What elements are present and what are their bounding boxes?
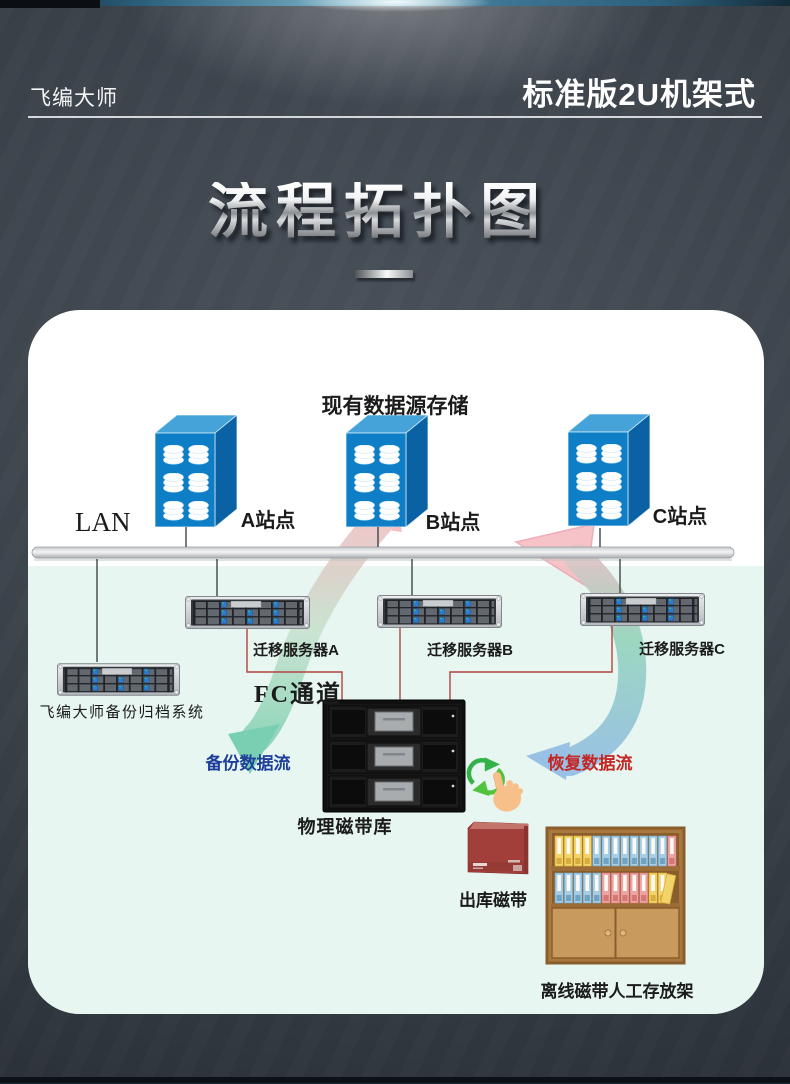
migration-server-c-label: 迁移服务器C bbox=[639, 641, 725, 658]
storage-cabinet bbox=[545, 826, 686, 965]
lan-label: LAN bbox=[75, 507, 131, 537]
data-source-title: 现有数据源存储 bbox=[321, 395, 469, 418]
migration-server-a-label: 迁移服务器A bbox=[253, 642, 339, 659]
title-underline bbox=[355, 270, 413, 278]
tape-cartridge bbox=[467, 821, 529, 875]
site-c-label: C站点 bbox=[652, 506, 708, 528]
restore-flow-arrow bbox=[514, 523, 647, 780]
topology-card: 现有数据源存储 LAN A站点 B站点 C站点 迁移服务器A 迁移服务器B 迁移… bbox=[28, 310, 764, 1014]
site-b-label: B站点 bbox=[425, 512, 481, 534]
hand-pointer-icon bbox=[493, 772, 524, 812]
lan-bus-bar bbox=[31, 546, 735, 561]
exported-tape-label: 出库磁带 bbox=[459, 891, 527, 910]
offline-shelf-label: 离线磁带人工存放架 bbox=[540, 982, 694, 1001]
header-divider bbox=[28, 116, 762, 118]
top-left-dark-patch bbox=[0, 0, 100, 8]
migration-server-b bbox=[377, 595, 502, 628]
restore-flow-label: 恢复数据流 bbox=[547, 754, 633, 773]
topology-diagram bbox=[31, 310, 735, 965]
site-b-storage-tower bbox=[346, 415, 428, 527]
fc-connectors bbox=[246, 625, 613, 701]
bottom-accent-strip bbox=[0, 1077, 790, 1084]
migration-server-b-label: 迁移服务器B bbox=[427, 642, 513, 659]
tape-library bbox=[322, 699, 466, 813]
migration-server-a bbox=[185, 596, 310, 629]
lan-connectors bbox=[96, 527, 621, 662]
backup-system-label: 飞编大师备份归档系统 bbox=[39, 704, 205, 721]
brand-name: 飞编大师 bbox=[30, 87, 118, 110]
backup-flow-label: 备份数据流 bbox=[205, 754, 291, 773]
fc-channel-label: FC通道 bbox=[254, 682, 342, 708]
migration-server-c bbox=[580, 593, 705, 626]
page-title: 流程拓扑图 bbox=[208, 178, 548, 245]
product-edition: 标准版2U机架式 bbox=[522, 77, 756, 112]
tape-library-label: 物理磁带库 bbox=[297, 817, 393, 837]
top-glow bbox=[295, 0, 495, 12]
site-c-storage-tower bbox=[568, 414, 650, 526]
backup-archive-system-server bbox=[57, 663, 180, 696]
site-a-label: A站点 bbox=[240, 510, 296, 532]
site-a-storage-tower bbox=[155, 415, 237, 527]
